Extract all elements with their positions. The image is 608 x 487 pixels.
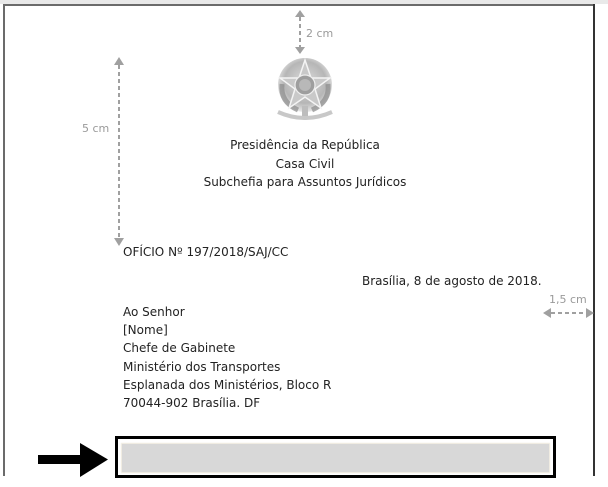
document-reference: OFÍCIO Nº 197/2018/SAJ/CC	[123, 245, 289, 259]
letterhead-line-presidencia: Presidência da República	[230, 138, 380, 152]
addressee-address: Esplanada dos Ministérios, Bloco R	[123, 377, 332, 392]
letterhead-line-casa-civil: Casa Civil	[275, 156, 335, 171]
top-margin-arrow-icon	[295, 10, 305, 54]
right-margin-label: 1,5 cm	[549, 293, 587, 306]
addressee-postal-city: 70044-902 Brasília. DF	[123, 396, 261, 411]
place-date: Brasília, 8 de agosto de 2018.	[362, 274, 542, 288]
page-border-top	[4, 4, 595, 6]
addressee-salutation: Ao Senhor	[123, 305, 185, 319]
top-margin-label: 2 cm	[306, 27, 334, 40]
right-arrow-icon	[38, 443, 108, 477]
page-top-shadow	[0, 0, 608, 4]
addressee-name: [Nome]	[123, 323, 168, 338]
blank-field-fill	[122, 444, 549, 472]
right-margin-arrow-icon	[543, 308, 594, 318]
addressee-title: Chefe de Gabinete	[123, 341, 236, 356]
highlighted-blank-field[interactable]	[115, 436, 556, 478]
letterhead-line-subchefia: Subchefia para Assuntos Jurídicos	[203, 175, 407, 189]
header-height-label: 5 cm	[82, 122, 110, 135]
brazil-coat-of-arms-icon	[277, 57, 333, 120]
page-border-left	[3, 4, 5, 476]
addressee-organization: Ministério dos Transportes	[123, 359, 281, 374]
page-border-right	[593, 4, 595, 476]
addressee-block: Ao Senhor [Nome] Chefe de Gabinete Minis…	[123, 303, 331, 412]
header-height-arrow-icon	[114, 57, 124, 246]
letterhead: Presidência da República Casa Civil Subc…	[180, 136, 430, 192]
